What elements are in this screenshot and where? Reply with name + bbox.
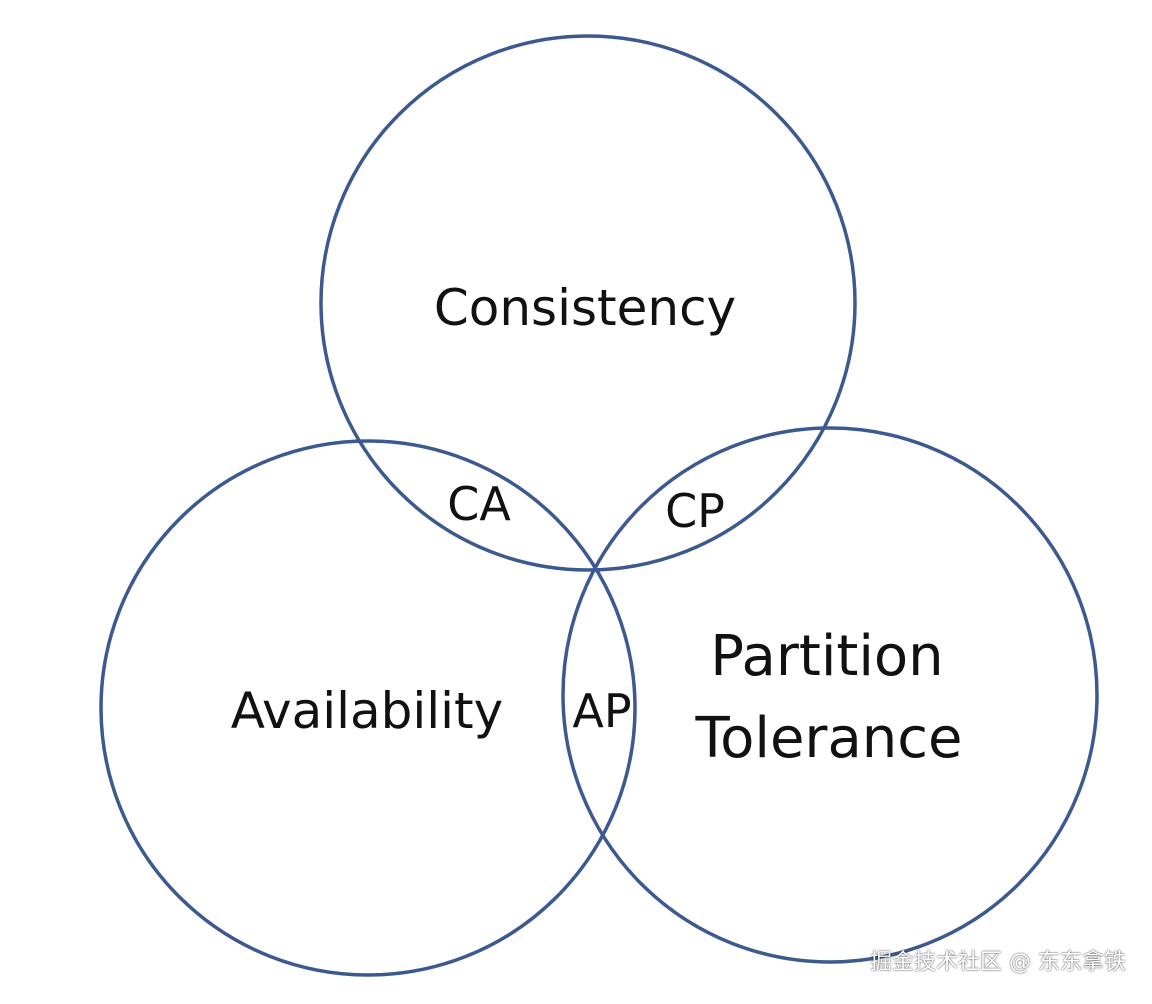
availability-label: Availability xyxy=(231,682,504,740)
ca-label: CA xyxy=(447,477,511,531)
cp-label: CP xyxy=(665,484,725,538)
consistency-label: Consistency xyxy=(434,279,736,337)
watermark-text: 掘金技术社区 @ 东东拿铁 xyxy=(870,950,1126,975)
ap-label: AP xyxy=(572,684,631,738)
partition-tolerance-circle xyxy=(561,426,1099,964)
partition-label-line2: Tolerance xyxy=(694,706,962,771)
availability-circle xyxy=(99,439,637,977)
consistency-circle xyxy=(319,34,857,572)
partition-label-line1: Partition xyxy=(710,624,943,689)
